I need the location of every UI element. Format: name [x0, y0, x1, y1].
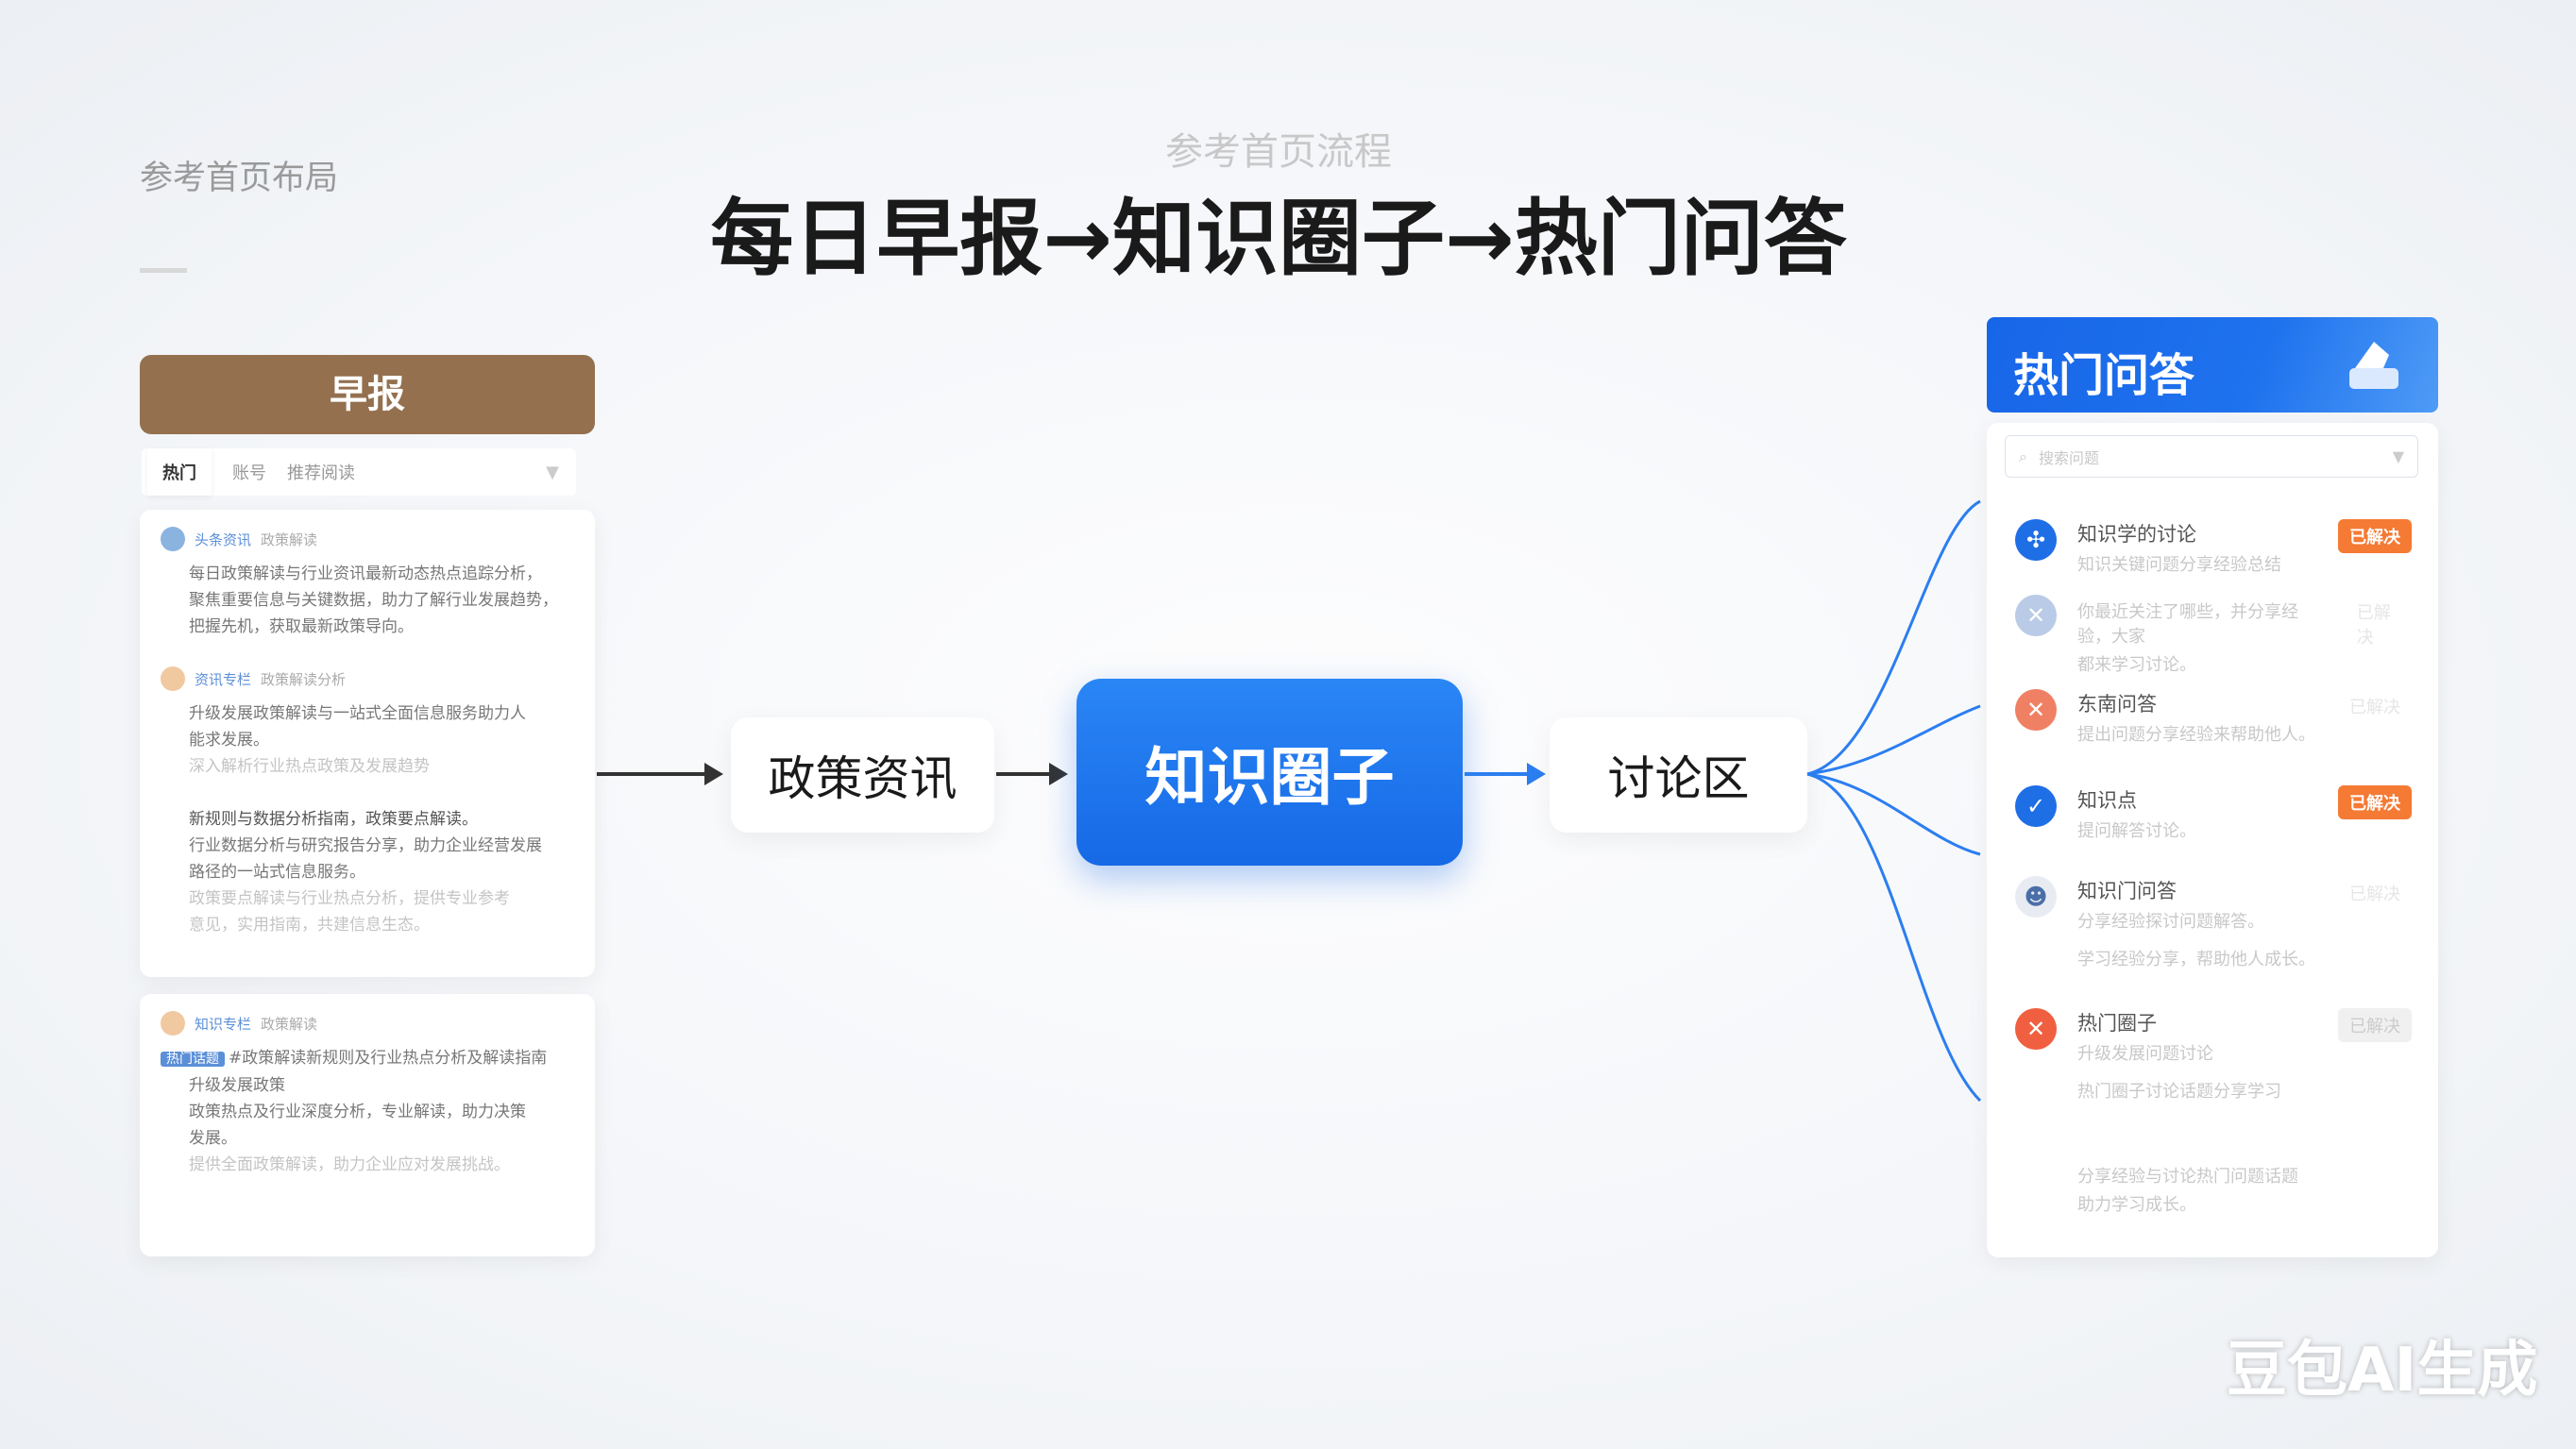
- post-text: 把握先机，获取最新政策导向。: [189, 617, 414, 636]
- post-text: 行业数据分析与研究报告分享，助力企业经营发展: [189, 836, 542, 855]
- node-policy-news: 政策资讯: [731, 717, 994, 833]
- user-icon: ☻: [2015, 876, 2057, 918]
- arrow-icon: [597, 763, 723, 785]
- post-text: 聚焦重要信息与关键数据，助力了解行业发展趋势，: [189, 591, 558, 610]
- status-badge: 已解决: [2338, 785, 2412, 819]
- book-icon: [2349, 342, 2398, 389]
- qa-subtitle: 都来学习讨论。: [2077, 655, 2196, 675]
- flow-label: 参考首页流程: [1165, 130, 1392, 174]
- page-title: 每日早报→知识圈子→热门问答: [710, 190, 1847, 287]
- report-tabs: 热门 账号 推荐阅读 ▼: [142, 448, 576, 496]
- qa-subtitle: 助力学习成长。: [2077, 1195, 2196, 1215]
- chevron-down-icon[interactable]: ▼: [546, 462, 559, 482]
- topic-tag[interactable]: 热门话题: [161, 1052, 225, 1067]
- hot-qa-header: 热门问答: [1987, 317, 2438, 413]
- check-icon: ✓: [2015, 785, 2057, 827]
- node-knowledge-circle: 知识圈子: [1076, 679, 1463, 866]
- status-badge: 已解决: [2338, 519, 2412, 553]
- feed-post[interactable]: 头条资讯政策解读 每日政策解读与行业资讯最新动态热点追踪分析， 聚焦重要信息与关…: [161, 527, 574, 640]
- connector-curve: [1806, 499, 1981, 776]
- close-icon: ✕: [2015, 1008, 2057, 1050]
- post-text: 新规则与数据分析指南，政策要点解读。: [189, 810, 478, 829]
- search-icon: ⌕: [2019, 446, 2027, 465]
- status-badge: 已解决: [2356, 603, 2391, 648]
- qa-subtitle: 你最近关注了哪些，并分享经验，大家: [2077, 602, 2298, 647]
- author-name[interactable]: 资讯专栏: [195, 670, 252, 688]
- qa-item[interactable]: 分享经验与讨论热门问题话题助力学习成长。: [2015, 1159, 2412, 1216]
- qa-item[interactable]: ✕ 东南问答提出问题分享经验来帮助他人。 已解决: [2015, 689, 2412, 746]
- qa-title: 热门圈子: [2077, 1012, 2157, 1035]
- post-text: 升级发展政策解读与一站式全面信息服务助力人: [189, 704, 526, 723]
- hot-qa-title: 热门问答: [2013, 349, 2195, 402]
- qa-subtitle: 知识关键问题分享经验总结: [2077, 555, 2281, 575]
- avatar: [161, 1011, 185, 1036]
- qa-subtitle: 分享经验探讨问题解答。: [2077, 912, 2264, 932]
- chevron-down-icon[interactable]: ▼: [2392, 447, 2404, 465]
- hot-qa-panel: ⌕ 搜索问题 ▼ ✣ 知识学的讨论知识关键问题分享经验总结 已解决 ✕ 你最近关…: [1987, 423, 2438, 1257]
- qa-item[interactable]: ✣ 知识学的讨论知识关键问题分享经验总结 已解决: [2015, 519, 2412, 576]
- tab-account[interactable]: 账号: [232, 463, 266, 483]
- arrow-icon: [1465, 763, 1546, 785]
- morning-report-header: 早报: [140, 355, 595, 434]
- qa-item[interactable]: ✕ 热门圈子升级发展问题讨论热门圈子讨论话题分享学习 已解决: [2015, 1008, 2412, 1103]
- qa-subtitle: 分享经验与讨论热门问题话题: [2077, 1167, 2298, 1187]
- post-text: 能求发展。: [189, 731, 269, 750]
- qa-subtitle: 学习经验分享，帮助他人成长。: [2077, 950, 2315, 969]
- avatar: [161, 666, 185, 691]
- qa-title: 知识门问答: [2077, 880, 2177, 902]
- status-badge: 已解决: [2338, 1008, 2412, 1042]
- search-placeholder: 搜索问题: [2038, 448, 2099, 467]
- tab-hot[interactable]: 热门: [147, 448, 212, 496]
- connector-curve: [1806, 772, 1982, 1103]
- post-text: 发展。: [189, 1129, 237, 1148]
- post-text: 路径的一站式信息服务。: [189, 863, 365, 882]
- qa-item[interactable]: ✓ 知识点提问解答讨论。 已解决: [2015, 785, 2412, 842]
- qa-title: 知识学的讨论: [2077, 523, 2196, 546]
- feed-post[interactable]: 资讯专栏政策解读分析 升级发展政策解读与一站式全面信息服务助力人 能求发展。 深…: [161, 666, 574, 780]
- arrow-icon: [996, 763, 1068, 785]
- post-text: 深入解析行业热点政策及发展趋势: [189, 757, 430, 776]
- feed-card: 头条资讯政策解读 每日政策解读与行业资讯最新动态热点追踪分析， 聚焦重要信息与关…: [140, 510, 595, 977]
- qa-subtitle: 热门圈子讨论话题分享学习: [2077, 1082, 2281, 1102]
- search-input[interactable]: ⌕ 搜索问题 ▼: [2005, 435, 2418, 478]
- node-discussion: 讨论区: [1550, 717, 1807, 833]
- post-text: 升级发展政策: [189, 1076, 285, 1095]
- post-text: 意见，实用指南，共建信息生态。: [189, 916, 430, 935]
- tab-recommended[interactable]: 推荐阅读: [287, 463, 355, 483]
- status-badge: 已解决: [2349, 885, 2400, 904]
- author-name[interactable]: 头条资讯: [195, 531, 252, 548]
- post-text: 提供全面政策解读，助力企业应对发展挑战。: [189, 1155, 510, 1174]
- qa-subtitle: 升级发展问题讨论: [2077, 1044, 2213, 1064]
- author-name[interactable]: 知识专栏: [195, 1015, 252, 1033]
- post-text: #政策解读新规则及行业热点分析及解读指南: [229, 1049, 548, 1068]
- qa-subtitle: 提出问题分享经验来帮助他人。: [2077, 725, 2315, 745]
- tag-icon: ✕: [2015, 689, 2057, 731]
- status-badge: 已解决: [2349, 698, 2400, 717]
- tag-icon: ✕: [2015, 595, 2057, 636]
- qa-subtitle: 提问解答讨论。: [2077, 821, 2196, 841]
- post-meta: 政策解读分析: [261, 670, 347, 688]
- post-text: 政策热点及行业深度分析，专业解读，助力决策: [189, 1103, 526, 1121]
- feed-post[interactable]: 新规则与数据分析指南，政策要点解读。 行业数据分析与研究报告分享，助力企业经营发…: [161, 806, 574, 938]
- watermark: 豆包AI生成: [2227, 1336, 2538, 1406]
- qa-title: 东南问答: [2077, 693, 2157, 716]
- qa-item[interactable]: ☻ 知识门问答分享经验探讨问题解答。学习经验分享，帮助他人成长。 已解决: [2015, 876, 2412, 970]
- post-meta: 政策解读: [261, 531, 318, 548]
- qa-title: 知识点: [2077, 789, 2137, 812]
- avatar: [161, 527, 185, 551]
- connector-curve: [1806, 704, 1981, 776]
- qa-item[interactable]: ✕ 你最近关注了哪些，并分享经验，大家都来学习讨论。 已解决: [2015, 595, 2412, 676]
- post-meta: 政策解读: [261, 1015, 318, 1033]
- post-text: 政策要点解读与行业热点分析，提供专业参考: [189, 889, 510, 908]
- section-label: 参考首页布局: [140, 160, 339, 197]
- connector-curve: [1806, 772, 1981, 856]
- divider: [140, 268, 187, 273]
- pulse-icon: ✣: [2015, 519, 2057, 561]
- post-text: 每日政策解读与行业资讯最新动态热点追踪分析，: [189, 564, 542, 583]
- feed-card-2: 知识专栏政策解读 热门话题 #政策解读新规则及行业热点分析及解读指南 升级发展政策…: [140, 994, 595, 1256]
